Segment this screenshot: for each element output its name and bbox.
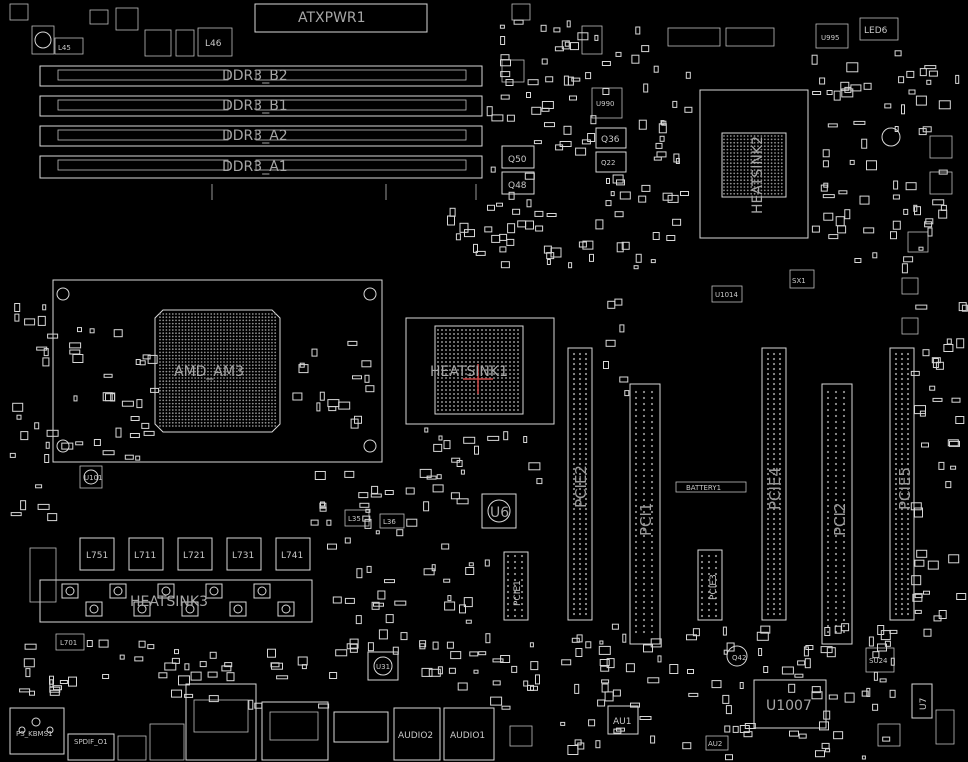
slot-label-pcie2: PCIE2 (572, 465, 590, 508)
battery-label: BATTERY1 (686, 484, 721, 492)
slot-pcie3: PCIE3 (697, 549, 723, 621)
vrm-heatsink: HEATSINK3 (39, 579, 313, 623)
southbridge-heatsink-label: HEATSINK2 (750, 136, 766, 214)
audio1-label: AUDIO1 (450, 731, 485, 741)
super-io-chip: U1007 (753, 679, 827, 729)
chipset-heatsink-label: HEATSINK1 (430, 364, 508, 380)
slot-pcie2: PCIE2 (567, 347, 593, 621)
slot-label-pcie4: PCIE4 (766, 467, 784, 510)
chipset-heatsink: HEATSINK1 (405, 317, 555, 425)
spdif-label: SPDIF_O1 (74, 738, 108, 746)
passive-components (9, 19, 968, 761)
ic-label-u31: U31 (376, 663, 390, 671)
dimm-label-b1: DDR3_B1 (222, 98, 288, 114)
inductor-label-l701: L701 (60, 639, 77, 647)
vrm-inductors: L751 L711 L721 L731 L741 L701 (55, 537, 311, 651)
slot-pcie5: PCIE5 (889, 347, 915, 621)
mosfet-label-q22: Q22 (601, 159, 615, 167)
slot-label-pcie3: PCIE3 (709, 574, 719, 600)
ic-label-au2: AU2 (708, 740, 722, 748)
inductor-label-l36: L36 (383, 518, 396, 526)
ic-label-u7: U7 (919, 698, 929, 710)
dimm-label-a1: DDR3_A1 (222, 159, 288, 175)
slot-pci2: PCI2 (821, 383, 853, 645)
southbridge-pin-grid (723, 135, 783, 195)
cpu-pin-grid (159, 313, 277, 427)
codec-label-au1: AU1 (613, 717, 631, 727)
dimm-slot-a2: DDR3_A2 (39, 125, 483, 147)
southbridge-heatsink: HEATSINK2 (699, 89, 809, 239)
switch-label-sx1: SX1 (792, 277, 806, 285)
inductor-label-l46: L46 (205, 39, 222, 49)
mosfet-label-q36: Q36 (601, 135, 620, 145)
inductor-label-l751: L751 (86, 551, 108, 561)
vrm-heatsink-label: HEATSINK3 (130, 594, 208, 610)
slot-label-pcie1: PCIE1 (513, 580, 523, 606)
dimm-label-b2: DDR3_B2 (222, 68, 288, 84)
slot-pci1: PCI1 (629, 383, 661, 645)
ic-label-u995: U995 (821, 34, 839, 42)
mosfet-label-q42: Q42 (732, 654, 746, 662)
slot-label-pci1: PCI1 (637, 503, 655, 537)
dimm-slot-b2: DDR3_B2 (39, 65, 483, 87)
ic-label-u6: U6 (490, 505, 509, 521)
slot-pcie4: PCIE4 (761, 347, 787, 621)
cpu-socket: AMD_AM3 (52, 279, 383, 463)
inductor-label-l45: L45 (58, 44, 71, 52)
led-label: LED6 (864, 26, 888, 36)
audio-jack-1: AUDIO1 (443, 707, 495, 761)
atx-power-label: ATXPWR1 (298, 10, 366, 26)
mosfet-label-q48: Q48 (508, 181, 527, 191)
spdif-out-port: SPDIF_O1 (67, 733, 115, 761)
chipset-pin-grid (437, 329, 519, 411)
audio-jack-2: AUDIO2 (393, 707, 441, 761)
ic-label-u990: U990 (596, 100, 614, 108)
slot-label-pcie5: PCIE5 (896, 467, 914, 510)
inductor-label-l721: L721 (183, 551, 205, 561)
dimm-label-a2: DDR3_A2 (222, 128, 288, 144)
atx-power-connector: ATXPWR1 (254, 3, 428, 33)
ic-label-u1014: U1014 (715, 291, 738, 299)
inductor-label-l741: L741 (281, 551, 303, 561)
audio2-label: AUDIO2 (398, 731, 433, 741)
dimm-slot-b1: DDR3_B1 (39, 95, 483, 117)
slot-pcie1: PCIE1 (503, 551, 529, 621)
ic-label-u101: U101 (84, 474, 102, 482)
audio-codec: AU1 (607, 705, 639, 735)
ps2-keyboard-mouse-port: PS_KBMS1 (9, 707, 65, 755)
mosfet-label-q50: Q50 (508, 155, 527, 165)
inductor-label-l35: L35 (348, 515, 361, 523)
dimm-slot-a1: DDR3_A1 (39, 155, 483, 179)
cpu-socket-label: AMD_AM3 (174, 364, 244, 380)
battery-holder (675, 481, 747, 493)
inductor-label-l731: L731 (232, 551, 254, 561)
ic-label-su24: SU24 (869, 657, 888, 665)
ps2-label: PS_KBMS1 (16, 730, 53, 738)
ic-label-u1007: U1007 (766, 698, 812, 714)
slot-label-pci2: PCI2 (831, 503, 849, 537)
inductor-label-l711: L711 (134, 551, 156, 561)
